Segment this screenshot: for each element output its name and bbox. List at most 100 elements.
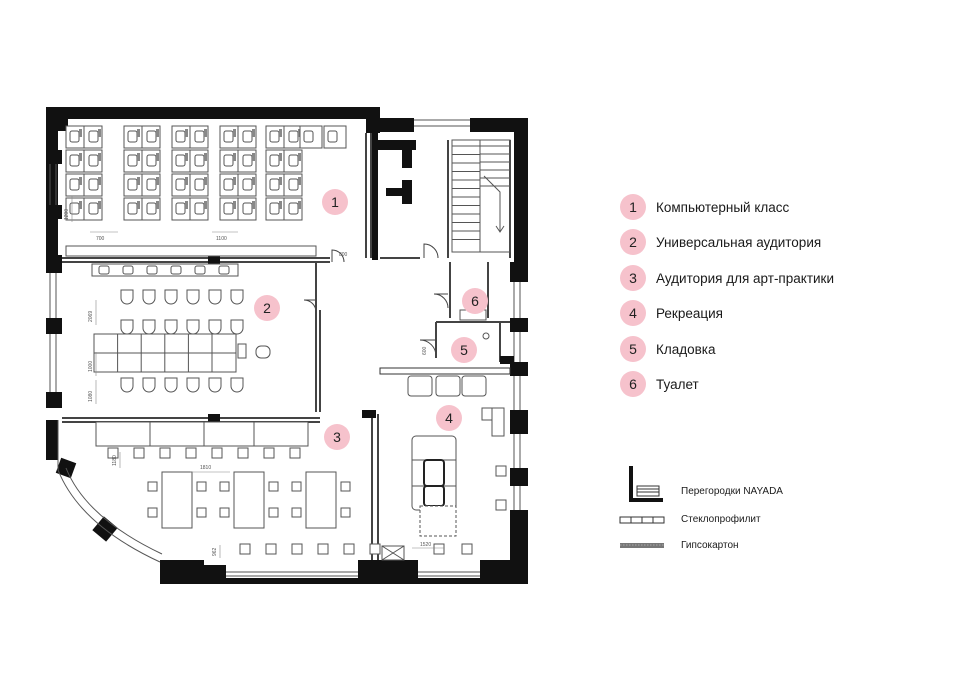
legend-label: Туалет [656, 376, 699, 392]
office-chair [269, 154, 280, 167]
office-chair [146, 130, 157, 143]
lecture-chair [186, 377, 200, 393]
monitor [185, 201, 188, 209]
legend-badge: 6 [620, 371, 646, 397]
office-chair [127, 202, 138, 215]
svg-text:5: 5 [460, 342, 468, 358]
wall-shelf [65, 245, 317, 257]
stool [291, 543, 303, 555]
cabinet-cross [381, 545, 405, 561]
svg-text:6: 6 [471, 293, 479, 309]
svg-text:4: 4 [445, 410, 453, 426]
office-chair [88, 178, 99, 191]
office-chair [269, 130, 280, 143]
glass-partition [379, 367, 511, 375]
stool [219, 481, 230, 492]
stool [291, 481, 302, 492]
stool [343, 543, 355, 555]
material-symbol-glass [619, 516, 665, 524]
lecture-chair [230, 319, 244, 335]
monitor [194, 265, 206, 275]
monitor [137, 129, 140, 137]
dim-label: 1520 [420, 542, 431, 548]
office-chair [127, 178, 138, 191]
room-badge-6: 6 [462, 288, 488, 314]
office-chair [242, 202, 253, 215]
monitor [279, 201, 282, 209]
office-chair [194, 154, 205, 167]
office-chair [88, 154, 99, 167]
office-chair [288, 178, 299, 191]
dim-label: 2069 [88, 311, 94, 322]
legend-label: Компьютерный класс [656, 199, 790, 215]
monitor [98, 201, 101, 209]
svg-text:2: 2 [263, 300, 271, 316]
stool [107, 447, 119, 459]
monitor [156, 153, 159, 161]
office-chair [303, 130, 314, 143]
stool [268, 481, 279, 492]
room-badge-5: 5 [451, 337, 477, 363]
dim-label: 700 [96, 236, 105, 242]
sink [482, 332, 490, 340]
material-label: Гипсокартон [681, 540, 739, 551]
room-badge-2: 2 [254, 295, 280, 321]
stool [147, 481, 158, 492]
doors [303, 243, 449, 357]
office-chair [288, 154, 299, 167]
office-chair [69, 154, 80, 167]
legend-badge: 5 [620, 336, 646, 362]
office-chair [69, 178, 80, 191]
stool [159, 447, 171, 459]
stool [317, 543, 329, 555]
legend-badge: 4 [620, 300, 646, 326]
material-symbol-drywall [620, 543, 664, 548]
dimension-labels: 800 700 1100 1200 2069 1000 1080 1180 18… [64, 209, 431, 556]
monitor [156, 201, 159, 209]
lecture-chair [230, 289, 244, 305]
office-chair [146, 154, 157, 167]
armchair [435, 375, 461, 397]
stool [289, 447, 301, 459]
office-chair [127, 154, 138, 167]
monitor [233, 177, 236, 185]
monitor [204, 177, 207, 185]
lecture-chair [208, 319, 222, 335]
monitor [79, 177, 82, 185]
monitor [79, 129, 82, 137]
stool [291, 507, 302, 518]
rug [419, 505, 457, 537]
monitor [137, 201, 140, 209]
monitor [170, 265, 182, 275]
monitor [298, 153, 301, 161]
stool [263, 447, 275, 459]
monitor [218, 265, 230, 275]
monitor [79, 153, 82, 161]
monitor [156, 129, 159, 137]
stool [369, 543, 381, 555]
stool [211, 447, 223, 459]
dimension-lines [71, 196, 444, 558]
monitor [185, 129, 188, 137]
stool [433, 543, 445, 555]
office-chair [175, 130, 186, 143]
art-table [233, 471, 265, 529]
stool [461, 543, 473, 555]
dim-label: 1200 [64, 209, 70, 220]
monitor [146, 265, 158, 275]
lecture-chair [164, 319, 178, 335]
material-legend-glass: Стеклопрофилит [620, 514, 950, 548]
monitor [98, 177, 101, 185]
office-chair [223, 178, 234, 191]
cabinet-row [95, 421, 309, 447]
monitor [204, 201, 207, 209]
lecture-chair [142, 377, 156, 393]
dim-label: 1080 [88, 391, 94, 402]
stool [237, 447, 249, 459]
monitor [156, 177, 159, 185]
legend-item-universal-auditorium: 2 Универсальная аудитория [620, 228, 821, 256]
stool [147, 507, 158, 518]
monitor [298, 177, 301, 185]
legend-label: Кладовка [656, 341, 716, 357]
